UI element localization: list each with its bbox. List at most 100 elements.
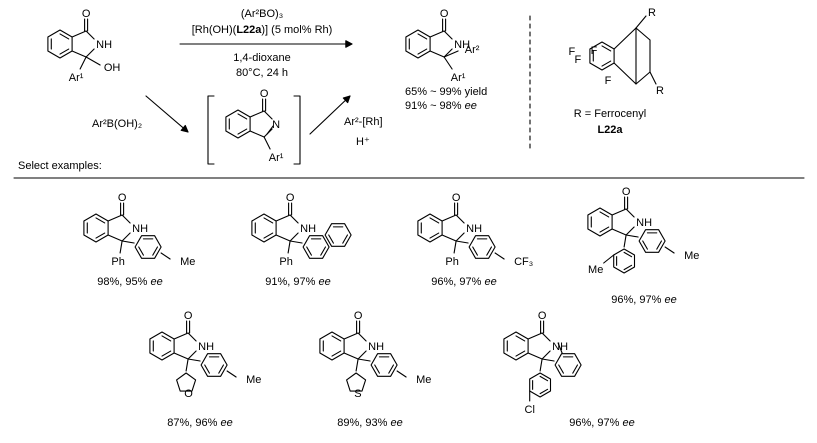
catalyst-ligand-ref: L22a bbox=[236, 24, 262, 36]
product-nitrogen: NH bbox=[454, 39, 470, 51]
example-7-ee: ee bbox=[622, 417, 635, 429]
example-3-bond bbox=[441, 214, 457, 222]
example-6-heteroaryl-ring bbox=[346, 372, 367, 392]
example-6-bond bbox=[357, 350, 367, 360]
ligand-name: L22a bbox=[597, 124, 623, 136]
aromatic-bond bbox=[642, 240, 648, 250]
example-5-heteroaryl-ring bbox=[176, 372, 197, 392]
aromatic-bond bbox=[572, 364, 579, 374]
example-4-oxygen: O bbox=[622, 186, 631, 198]
rh-species-label: Ar²-[Rh] bbox=[344, 116, 383, 128]
example-3-ee: ee bbox=[484, 276, 497, 288]
example-4-bond bbox=[611, 208, 627, 216]
example-1-value: 98%, 95% bbox=[97, 276, 151, 288]
example-2-naphthyl-ring bbox=[324, 223, 352, 247]
aromatic-bond bbox=[539, 388, 549, 395]
example-7-bond bbox=[527, 332, 543, 340]
example-2-bond bbox=[275, 214, 291, 222]
aromatic-bond bbox=[623, 264, 633, 271]
example-2-oxygen: O bbox=[286, 192, 295, 204]
example-1-bond bbox=[121, 214, 131, 224]
ketimine-intermediate-bond bbox=[249, 130, 265, 138]
ee-range-value: 91% ~ 98% bbox=[405, 100, 465, 112]
example-5-aryl-ring bbox=[200, 353, 228, 377]
example-3-bond bbox=[455, 232, 465, 242]
example-6-result: 89%, 93% ee bbox=[337, 417, 402, 430]
aromatic-bond bbox=[486, 246, 493, 256]
example-5-nitrogen: NH bbox=[198, 341, 214, 353]
catalyst-prefix: [Rh(OH)( bbox=[191, 24, 237, 36]
example-1-ee: ee bbox=[150, 276, 163, 288]
example-4-aryl-ring bbox=[638, 229, 666, 253]
aromatic-bond bbox=[539, 375, 549, 382]
example-3-phenyl: Ph bbox=[445, 256, 458, 268]
example-7-oxygen: O bbox=[538, 310, 547, 322]
example-7-lower-ring bbox=[529, 372, 552, 398]
product-bond bbox=[443, 30, 453, 40]
aromatic-bond bbox=[656, 240, 663, 250]
starting-material-bond bbox=[71, 50, 87, 58]
aromatic-bond bbox=[237, 128, 248, 135]
aromatic-bond bbox=[95, 232, 106, 239]
rh-addition-arrow-head bbox=[342, 95, 351, 104]
example-3-result: 96%, 97% ee bbox=[431, 276, 496, 289]
rh-addition-arrow bbox=[309, 95, 351, 135]
ligand-bridge-bond bbox=[613, 27, 637, 50]
example-5-result: 87%, 96% ee bbox=[167, 417, 232, 430]
starting-material-nitrogen: NH bbox=[96, 39, 112, 51]
aromatic-bond bbox=[515, 350, 526, 357]
example-2-result: 91%, 97% ee bbox=[265, 276, 330, 289]
aromatic-bond bbox=[218, 364, 225, 374]
ar2-wedge bbox=[443, 50, 459, 58]
example-1-para-substituent: Me bbox=[180, 256, 195, 268]
product-bond bbox=[443, 48, 453, 58]
ligand-fluorine: F bbox=[569, 46, 576, 58]
aromatic-bond bbox=[331, 350, 342, 357]
starting-material-bond bbox=[85, 48, 95, 58]
example-3-oxygen: O bbox=[452, 192, 461, 204]
aromatic-bond bbox=[263, 217, 274, 224]
example-4-meta-methyl-label: Me bbox=[588, 264, 603, 276]
example-5-bond bbox=[187, 332, 197, 342]
starting-material-bond bbox=[85, 30, 95, 40]
aromatic-bond bbox=[429, 232, 440, 239]
ketimine-intermediate-nitrogen: N bbox=[272, 119, 280, 131]
example-6-bond bbox=[343, 352, 359, 360]
example-5-heteroatom: O bbox=[184, 388, 193, 400]
example-4-bond bbox=[625, 226, 635, 236]
intermediate-formation-arrow-head bbox=[180, 124, 189, 133]
example-1-aryl-ring bbox=[134, 235, 162, 259]
example-5-down-bond bbox=[185, 358, 189, 372]
example-4-result: 96%, 97% ee bbox=[611, 294, 676, 307]
example-7-bond bbox=[541, 350, 551, 360]
aromatic-bond bbox=[161, 335, 172, 342]
example-6-nitrogen: NH bbox=[368, 341, 384, 353]
aromatic-bond bbox=[601, 60, 612, 67]
example-4-value: 96%, 97% bbox=[611, 294, 665, 306]
example-3-para-substituent: CF₃ bbox=[514, 256, 533, 268]
product-bond bbox=[429, 30, 445, 38]
ee-range-unit: ee bbox=[464, 100, 477, 112]
example-6-value: 89%, 93% bbox=[337, 417, 391, 429]
example-6-aryl-ring bbox=[370, 353, 398, 377]
example-5-para-substituent: Me bbox=[246, 374, 261, 386]
example-5-para-bond bbox=[226, 370, 237, 378]
aromatic-bond bbox=[558, 364, 564, 374]
example-6-oxygen: O bbox=[354, 310, 363, 322]
example-1-bond bbox=[107, 214, 123, 222]
example-4-down-bond bbox=[623, 234, 627, 248]
hydroxyl-bond bbox=[85, 56, 101, 66]
example-7-aryl-bond bbox=[541, 358, 555, 362]
ligand-r-bond bbox=[649, 71, 657, 85]
example-7-chloro-label: Cl bbox=[525, 404, 535, 416]
example-7-value: 96%, 97% bbox=[569, 417, 623, 429]
example-7-bond bbox=[541, 332, 551, 342]
example-2-down-bond bbox=[287, 240, 291, 254]
example-2-nitrogen: NH bbox=[300, 223, 316, 235]
main-reaction-arrow-head bbox=[345, 40, 353, 48]
aromatic-bond bbox=[59, 33, 70, 40]
aromatic-bond bbox=[95, 217, 106, 224]
example-4-para-substituent: Me bbox=[684, 250, 699, 262]
aromatic-bond bbox=[331, 335, 342, 342]
example-1-phenyl: Ph bbox=[111, 256, 124, 268]
